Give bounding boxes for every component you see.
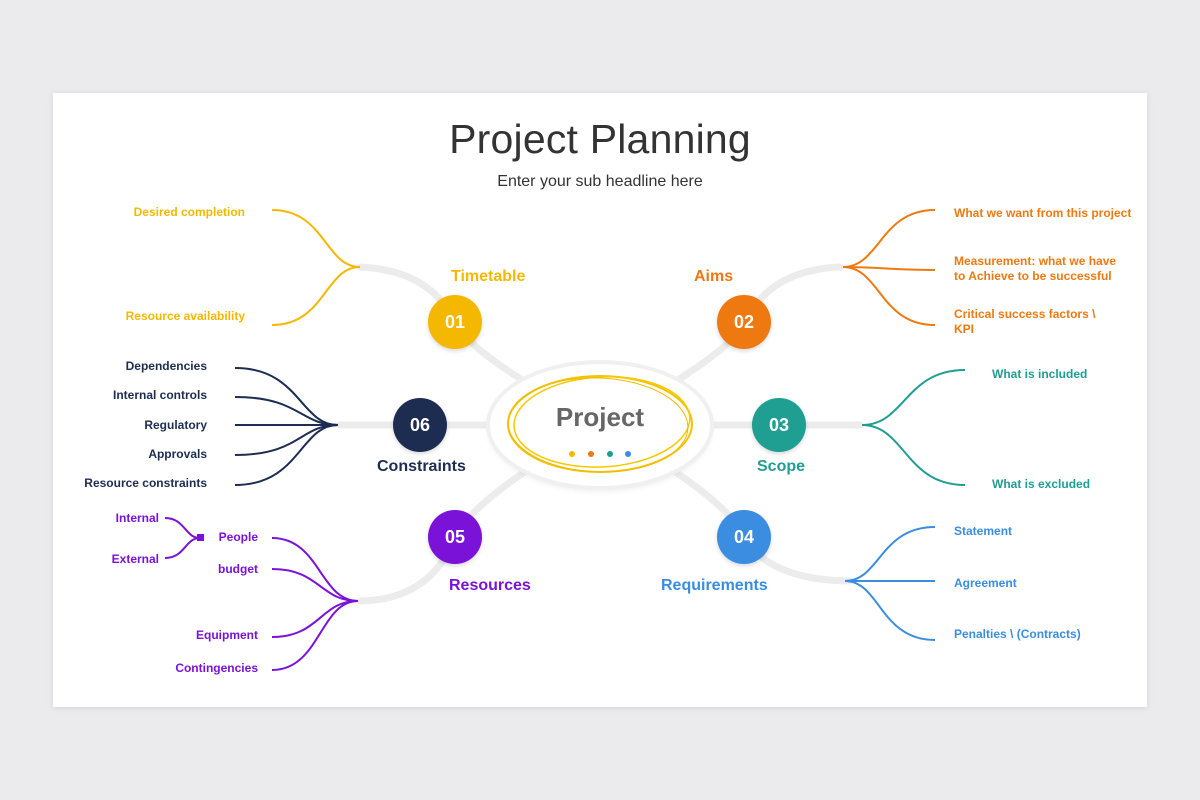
timetable-branches: [271, 209, 361, 326]
requirements-label: Requirements: [661, 577, 768, 594]
timetable-item: Desired completion: [133, 205, 245, 219]
constraints-item: Resource constraints: [84, 476, 207, 490]
requirements-item: Penalties \ (Contracts): [954, 627, 1081, 641]
aims-branches: [842, 209, 936, 326]
center-label: Project: [555, 402, 645, 432]
resources-item: budget: [218, 562, 258, 576]
scope-number-node[interactable]: 03: [752, 398, 806, 452]
resources-item: Equipment: [196, 628, 258, 642]
aims-item: KPI: [954, 322, 975, 336]
requirements-branches: [844, 526, 936, 641]
aims-number-node[interactable]: 02: [717, 295, 771, 349]
resources-sub-item: External: [111, 552, 159, 566]
center-dot-blue: [625, 451, 631, 457]
resources-sub-item: Internal: [115, 511, 159, 525]
requirements-item: Statement: [954, 524, 1013, 538]
resources-item: People: [218, 530, 258, 544]
aims-item: Measurement: what we have: [954, 254, 1117, 268]
resources-number-node[interactable]: 05: [428, 510, 482, 564]
aims-label: Aims: [694, 268, 734, 285]
page-title: Project Planning: [449, 116, 751, 162]
resources-branches: [164, 517, 359, 671]
resources-label: Resources: [449, 577, 531, 594]
constraints-item: Approvals: [148, 447, 207, 461]
scope-label: Scope: [757, 458, 806, 475]
center-brush-ring: [507, 375, 693, 473]
aims-item: What we want from this project: [954, 206, 1132, 220]
center-node: [490, 364, 710, 486]
center-dot-orange: [588, 451, 594, 457]
center-dot-yellow: [569, 451, 575, 457]
scope-item: What is excluded: [992, 477, 1091, 491]
constraints-number-node[interactable]: 06: [393, 398, 447, 452]
constraints-item: Regulatory: [144, 418, 207, 432]
resources-item: Contingencies: [175, 661, 258, 675]
scope-item: What is included: [992, 367, 1088, 381]
timetable-item: Resource availability: [125, 309, 245, 323]
scope-branches: [861, 369, 966, 486]
resources-sub-node: [197, 534, 204, 541]
constraints-label: Constraints: [377, 458, 466, 475]
constraints-item: Internal controls: [112, 388, 207, 402]
aims-item: to Achieve to be successful: [954, 269, 1112, 283]
constraints-item: Dependencies: [125, 359, 207, 373]
center-dot-teal: [607, 451, 613, 457]
timetable-number-node[interactable]: 01: [428, 295, 482, 349]
aims-item: Critical success factors \: [954, 307, 1096, 321]
requirements-number-node[interactable]: 04: [717, 510, 771, 564]
requirements-item: Agreement: [954, 576, 1017, 590]
constraints-branches: [234, 367, 339, 486]
page-subtitle: Enter your sub headline here: [497, 173, 703, 190]
timetable-label: Timetable: [451, 268, 526, 285]
